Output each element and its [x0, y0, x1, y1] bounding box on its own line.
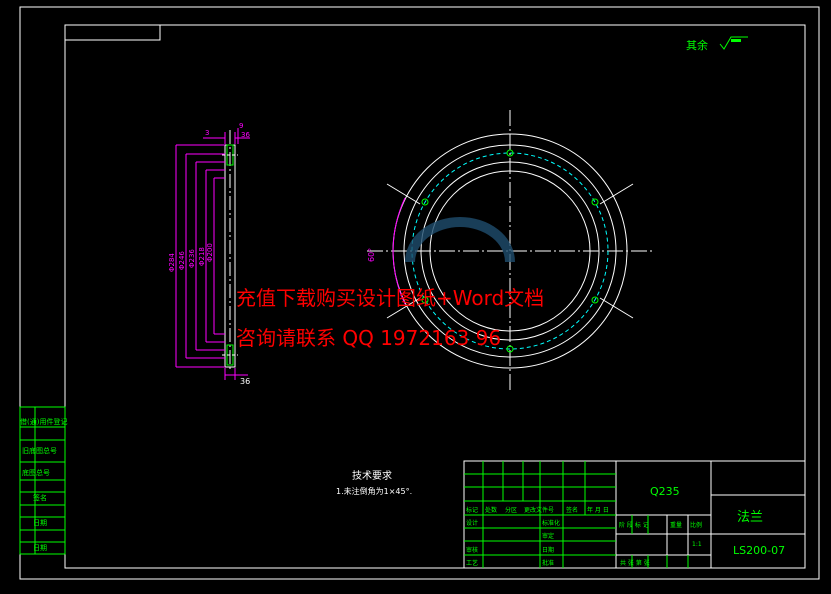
- rev-header-1: 标记: [466, 506, 478, 514]
- bolt-holes: [421, 149, 599, 353]
- roughness-symbol-icon: [719, 36, 748, 50]
- stamp-label-4: 签名: [33, 493, 47, 502]
- front-view: 60°: [367, 110, 653, 392]
- title-block-text: Q235 法兰 LS200-07 标记 处数 分区 更改文件号 签名 年 月 日…: [466, 485, 785, 567]
- angle-dimension-arc: [392, 197, 406, 305]
- watermark-line2: 咨询请联系 QQ 1972163 96: [236, 326, 501, 350]
- left-row-1: 设计: [466, 519, 478, 527]
- bolt-hole-icon: [421, 296, 429, 304]
- rev-header-6: 年 月 日: [587, 506, 609, 514]
- rev-header-3: 分区: [505, 506, 517, 514]
- material-text: Q235: [650, 485, 680, 498]
- tech-req-heading: 技术要求: [352, 469, 392, 482]
- surface-roughness-note: 其余: [686, 36, 748, 52]
- bolt-hole-icon: [591, 198, 599, 206]
- watermark: 充值下载购买设计图纸+Word文档 咨询请联系 QQ 1972163 96: [236, 217, 544, 350]
- scale-label: 比例: [690, 521, 702, 529]
- dim-top-b: 9: [239, 122, 243, 130]
- bolt-hole-icon: [421, 198, 429, 206]
- weight-label: 重量: [670, 521, 682, 529]
- technical-requirements: 技术要求 1.未注倒角为1×45°.: [336, 469, 412, 496]
- dim-top-a: 3: [205, 129, 209, 137]
- dim-top-c: 36: [241, 131, 250, 139]
- bolt-hole-icon: [506, 149, 514, 157]
- bolt-hole-icon: [591, 296, 599, 304]
- drawing-frame: [19, 6, 820, 580]
- drawing-no-text: LS200-07: [733, 544, 785, 557]
- watermark-logo-icon: [405, 217, 515, 263]
- rev-header-5: 签名: [566, 506, 578, 514]
- side-dimensions: [175, 128, 250, 380]
- dim-left-4: Φ218: [198, 247, 206, 266]
- side-stamp-labels: 借(通)用件登记 旧底图总号 底图总号 签名 日期 日期: [20, 417, 67, 552]
- dim-left-2: Φ246: [178, 251, 186, 270]
- title-block-grid: [464, 461, 689, 568]
- stamp-label-6: 日期: [33, 544, 47, 552]
- dim-left-5: Φ200: [206, 243, 214, 262]
- mid-row-4: 批准: [542, 559, 554, 567]
- mid-row-2: 审定: [542, 532, 554, 540]
- scale-value: 1:1: [692, 541, 702, 548]
- rev-header-4: 更改文件号: [524, 506, 554, 514]
- stamp-label-2: 旧底图总号: [22, 446, 57, 455]
- mid-row-3: 日期: [542, 546, 554, 554]
- dim-left-1: Φ284: [168, 253, 176, 272]
- stamp-label-3: 底图总号: [22, 468, 50, 477]
- sheet-labels: 共 张 第 张: [620, 559, 650, 567]
- watermark-line1: 充值下载购买设计图纸+Word文档: [236, 286, 544, 310]
- stamp-label-1: 借(通)用件登记: [20, 417, 67, 426]
- side-view: 3 9 36 Φ284 Φ246 Φ236 Φ218 Φ200 36: [168, 122, 250, 386]
- left-row-2: 审核: [466, 546, 478, 554]
- rev-header-2: 处数: [485, 506, 497, 514]
- mid-row-1: 标准化: [542, 519, 560, 527]
- surface-note-text: 其余: [686, 38, 708, 52]
- tech-req-line1: 1.未注倒角为1×45°.: [336, 486, 412, 496]
- stage-labels: 阶 段 标 记: [619, 521, 649, 529]
- dim-angle: 60°: [367, 248, 376, 262]
- stamp-label-5: 日期: [33, 519, 47, 527]
- left-row-3: 工艺: [466, 559, 478, 567]
- dim-bottom: 36: [240, 377, 250, 386]
- bolt-hole-icon: [506, 345, 514, 353]
- side-stamp-block: [19, 406, 66, 555]
- part-name-text: 法兰: [737, 510, 763, 525]
- dim-left-3: Φ236: [188, 249, 196, 268]
